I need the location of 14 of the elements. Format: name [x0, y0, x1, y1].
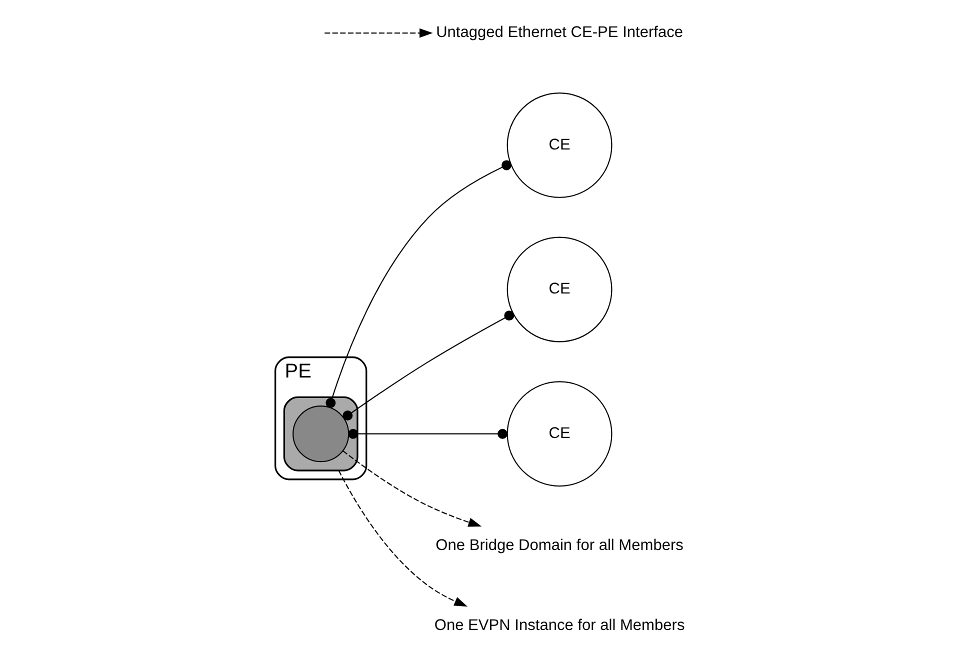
- node-text: One EVPN Instance for all Members: [434, 617, 685, 634]
- node-circle: CE: [506, 236, 612, 342]
- arrow: [338, 470, 468, 607]
- connector: [348, 428, 508, 439]
- node-circle: CE: [506, 381, 612, 487]
- node-circle: [292, 406, 350, 462]
- cluster: PE: [274, 356, 368, 480]
- node-text: One Bridge Domain for all Members: [436, 537, 684, 554]
- node-text: Untagged Ethernet CE-PE Interface: [436, 24, 684, 42]
- arrow: [324, 28, 433, 38]
- arrow: [342, 450, 482, 527]
- node-circle: CE: [506, 92, 612, 198]
- connector: [342, 310, 514, 421]
- connector: [326, 160, 512, 408]
